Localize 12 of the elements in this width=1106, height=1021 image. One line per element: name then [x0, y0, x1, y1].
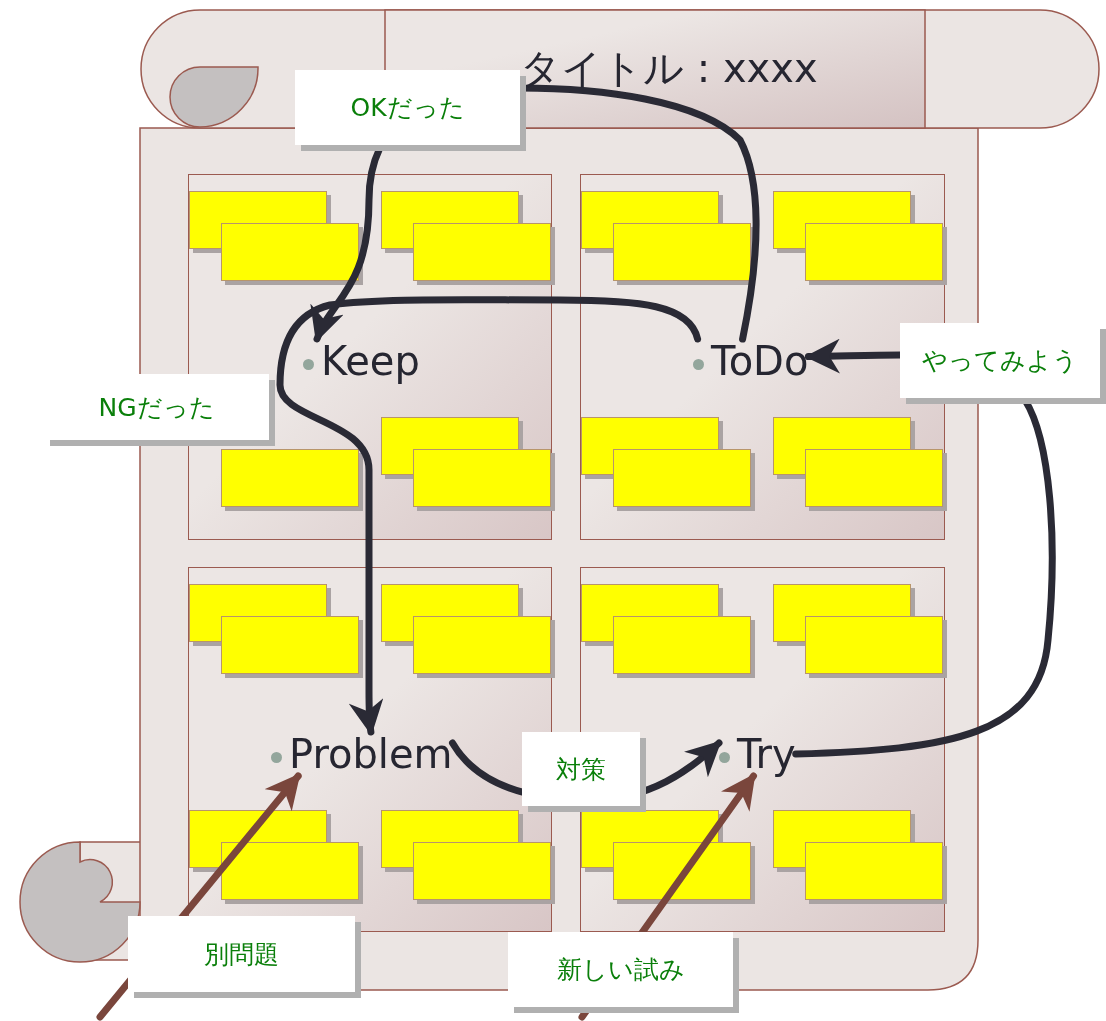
category-panel — [188, 567, 552, 932]
category-panel — [580, 174, 945, 540]
arrow — [792, 338, 1056, 758]
category-label: ToDo — [693, 339, 809, 383]
category-label: Problem — [271, 732, 453, 776]
category-label: Keep — [303, 339, 420, 383]
title-text: タイトル : xxxx — [520, 48, 818, 88]
arrow — [276, 296, 702, 736]
category-label: Try — [719, 732, 796, 776]
category-panel — [580, 567, 945, 932]
category-panel — [188, 174, 552, 540]
arrow — [578, 772, 757, 1021]
